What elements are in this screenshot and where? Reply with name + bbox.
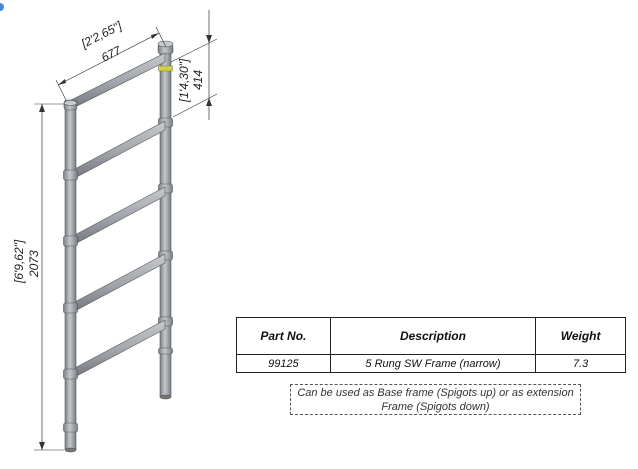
height-metric-label: 2073 bbox=[27, 250, 41, 278]
yellow-ring bbox=[158, 65, 173, 72]
header-weight: Weight bbox=[535, 317, 626, 355]
height-imperial-label: [6'9,62"] bbox=[12, 239, 26, 284]
spec-table: Part No. Description Weight 99125 5 Rung… bbox=[236, 317, 626, 373]
width-metric-label: 677 bbox=[99, 43, 124, 65]
spigot-metric-label: 414 bbox=[191, 70, 205, 90]
spigot-imperial-label: [1'4,30"] bbox=[177, 58, 191, 103]
table-header-row: Part No. Description Weight bbox=[236, 317, 626, 355]
spigot-dimension: [1'4,30"] 414 bbox=[170, 10, 218, 120]
header-part-no: Part No. bbox=[236, 317, 331, 355]
cell-description: 5 Rung SW Frame (narrow) bbox=[329, 354, 537, 373]
top-rail bbox=[68, 52, 166, 111]
rungs bbox=[70, 120, 166, 380]
right-upright bbox=[157, 40, 174, 400]
note-line-1: Can be used as Base frame (Spigots up) o… bbox=[297, 387, 574, 399]
left-upright bbox=[63, 99, 78, 453]
header-description: Description bbox=[329, 317, 537, 355]
height-dimension: [6'9,62"] 2073 bbox=[12, 103, 64, 451]
usage-note: Can be used as Base frame (Spigots up) o… bbox=[290, 384, 581, 415]
cell-weight: 7.3 bbox=[535, 354, 626, 373]
table-row: 99125 5 Rung SW Frame (narrow) 7.3 bbox=[236, 354, 626, 373]
note-line-2: Frame (Spigots down) bbox=[381, 401, 490, 413]
cell-part-no: 99125 bbox=[236, 354, 331, 373]
corner-marker bbox=[0, 3, 4, 11]
